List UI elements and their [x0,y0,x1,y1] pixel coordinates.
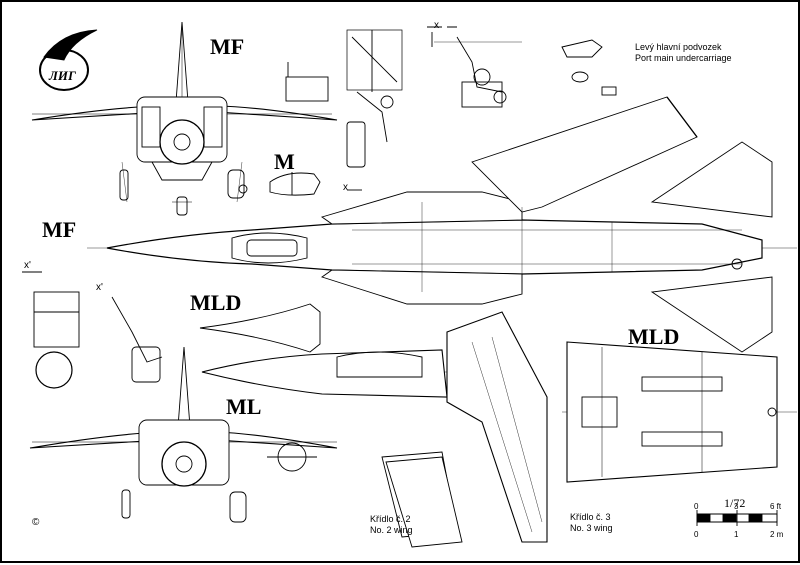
scale-ft-6: 6 ft [770,502,782,511]
bottom-view-mld [562,341,797,483]
section-marks [22,32,433,273]
undercarriage-details [285,26,617,168]
section-mark-x: x [343,182,348,193]
front-view-ml [29,346,338,523]
top-view-mf [87,96,797,353]
wing3-caption-en: No. 3 wing [570,523,613,533]
label-ml: ML [226,394,262,419]
scale-m-1: 1 [734,530,739,539]
wing-no2-detail [385,456,463,548]
label-mld-nose: MLD [190,290,242,315]
canopy-detail-m [269,172,321,196]
scale-bar [696,510,778,526]
side-view-mld [201,311,548,543]
front-view-mf [31,21,338,216]
label-mf-front: MF [210,34,245,59]
nose-gear-detail [33,291,163,389]
section-mark-x-prime: x' [96,282,103,293]
wing2-caption-cz: Křídlo č. 2 [370,514,411,524]
svg-text:ЛИГ: ЛИГ [48,68,76,83]
section-mark-x-prime-left: x' [24,260,31,271]
undercarriage-caption-en: Port main undercarriage [635,53,732,63]
publisher-logo: ЛИГ [39,29,98,91]
scale-ft-0: 0 [694,502,699,511]
wing2-caption-en: No. 2 wing [370,525,413,535]
copyright-mark: © [32,517,40,528]
label-mf-top: MF [42,217,77,242]
scale-title: 1/72 [724,496,746,510]
scale-m-0: 0 [694,530,699,539]
label-mld-bottom: MLD [628,324,680,349]
section-mark-x-top: x [434,20,439,31]
scale-m-2: 2 m [770,530,784,539]
nose-cone-mld [199,303,321,353]
scale-ft-3: 3 [734,502,739,511]
wing3-caption-cz: Křídlo č. 3 [570,512,611,522]
undercarriage-caption-cz: Levý hlavní podvozek [635,42,722,52]
label-m: M [274,149,295,174]
